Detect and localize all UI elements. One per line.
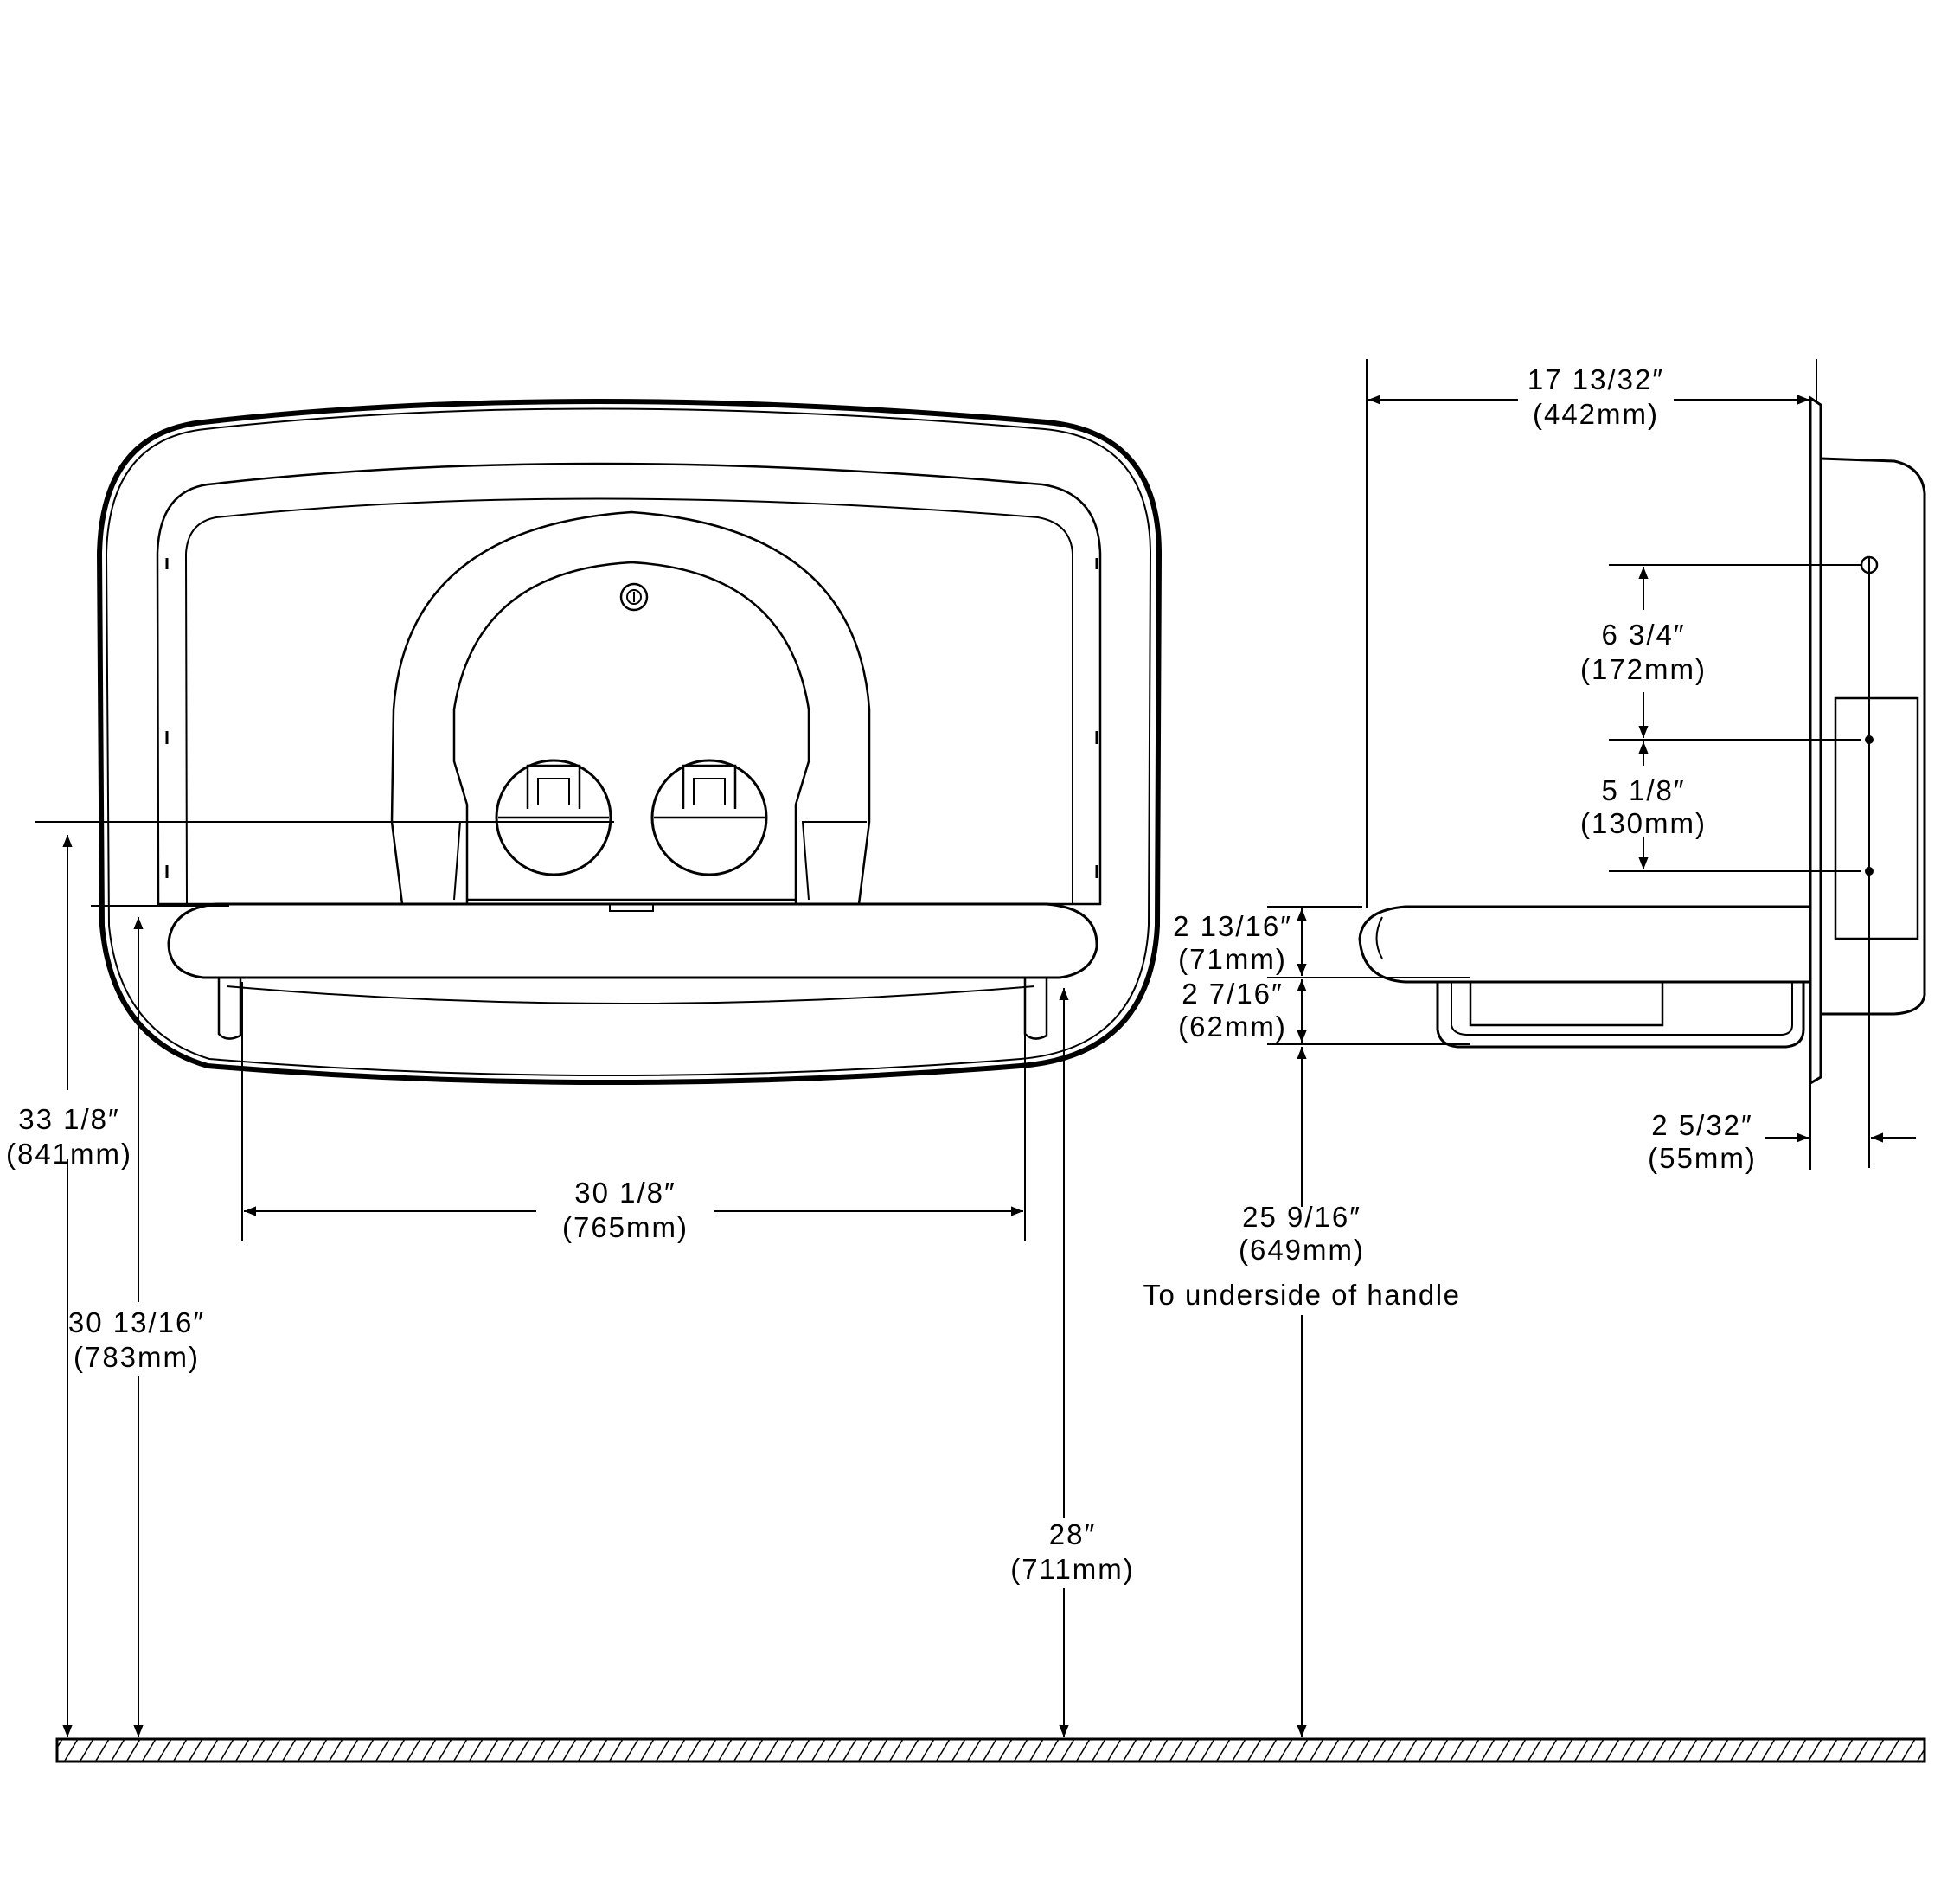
dim-bed-thickness-imperial: 2 13/16″ xyxy=(1173,910,1292,942)
front-dimensions: 33 1/8″ (841mm) 30 13/16″ (783mm) 30 1/8… xyxy=(6,821,1135,1737)
dim-bed-width-imperial: 30 1/8″ xyxy=(574,1177,676,1209)
dim-handle-height-metric: (711mm) xyxy=(1010,1553,1135,1585)
dim-floor-to-handle-imperial: 25 9/16″ xyxy=(1242,1201,1361,1233)
floor-line xyxy=(55,1737,1926,1763)
strap-arch-right-tab xyxy=(801,821,867,901)
front-outer-shell xyxy=(96,399,1163,1085)
front-inner-recess xyxy=(156,462,1102,906)
dim-mount-upper-metric: (172mm) xyxy=(1580,653,1707,685)
dim-bed-thickness-metric: (71mm) xyxy=(1178,943,1287,975)
side-wall-plate xyxy=(1809,395,1822,1086)
front-inner-recess-edge xyxy=(184,497,1073,905)
mounting-points xyxy=(1860,555,1879,1168)
lock-icon xyxy=(619,582,649,612)
side-dimensions: 17 13/32″ (442mm) 6 3/4″ (172mm) 5 1/8″ … xyxy=(1143,359,1916,1737)
dim-floor-to-handle-metric: (649mm) xyxy=(1239,1234,1365,1266)
side-tray xyxy=(1469,982,1664,1027)
dim-wall-offset-imperial: 2 5/32″ xyxy=(1651,1109,1752,1141)
dim-handle-height-imperial: 28″ xyxy=(1049,1518,1096,1550)
strap-arch-outer xyxy=(390,510,871,905)
side-housing xyxy=(1820,457,1926,1016)
changing-bed-front-edge xyxy=(226,985,1035,1004)
dim-mount-upper-imperial: 6 3/4″ xyxy=(1601,619,1685,651)
side-bed-edge xyxy=(1375,916,1383,959)
dim-total-height-metric: (841mm) xyxy=(6,1138,132,1170)
front-side-slots xyxy=(165,558,1098,878)
strap-buckle-right xyxy=(650,759,768,876)
dim-depth-imperial: 17 13/32″ xyxy=(1528,363,1664,395)
front-view xyxy=(96,399,1163,1085)
dim-mount-lower-metric: (130mm) xyxy=(1580,807,1707,839)
dim-bed-height-metric: (783mm) xyxy=(74,1341,200,1373)
dim-handle-depth-imperial: 2 7/16″ xyxy=(1182,978,1283,1010)
dim-floor-to-handle-note: To underside of handle xyxy=(1143,1279,1461,1311)
front-outer-shell-inner-edge xyxy=(105,407,1152,1076)
dim-bed-height-imperial: 30 13/16″ xyxy=(68,1306,205,1338)
dim-depth-metric: (442mm) xyxy=(1533,398,1659,430)
bed-center-notch xyxy=(609,903,654,912)
side-changing-bed xyxy=(1358,905,1810,984)
side-handle xyxy=(1436,982,1805,1049)
dim-bed-width-metric: (765mm) xyxy=(562,1211,689,1243)
dim-wall-offset-metric: (55mm) xyxy=(1648,1142,1757,1174)
strap-buckle-left xyxy=(495,759,612,876)
changing-bed-top xyxy=(167,902,1098,979)
strap-arch-inner xyxy=(452,561,810,904)
bed-leg-left xyxy=(217,978,242,1040)
strap-arch-left-tab xyxy=(396,821,462,901)
side-view xyxy=(1358,395,1926,1168)
side-handle-inner xyxy=(1451,982,1793,1036)
side-hinge-block xyxy=(1834,696,1919,940)
dim-mount-lower-imperial: 5 1/8″ xyxy=(1601,774,1685,806)
dim-total-height-imperial: 33 1/8″ xyxy=(18,1103,119,1135)
dim-handle-depth-metric: (62mm) xyxy=(1178,1010,1287,1043)
